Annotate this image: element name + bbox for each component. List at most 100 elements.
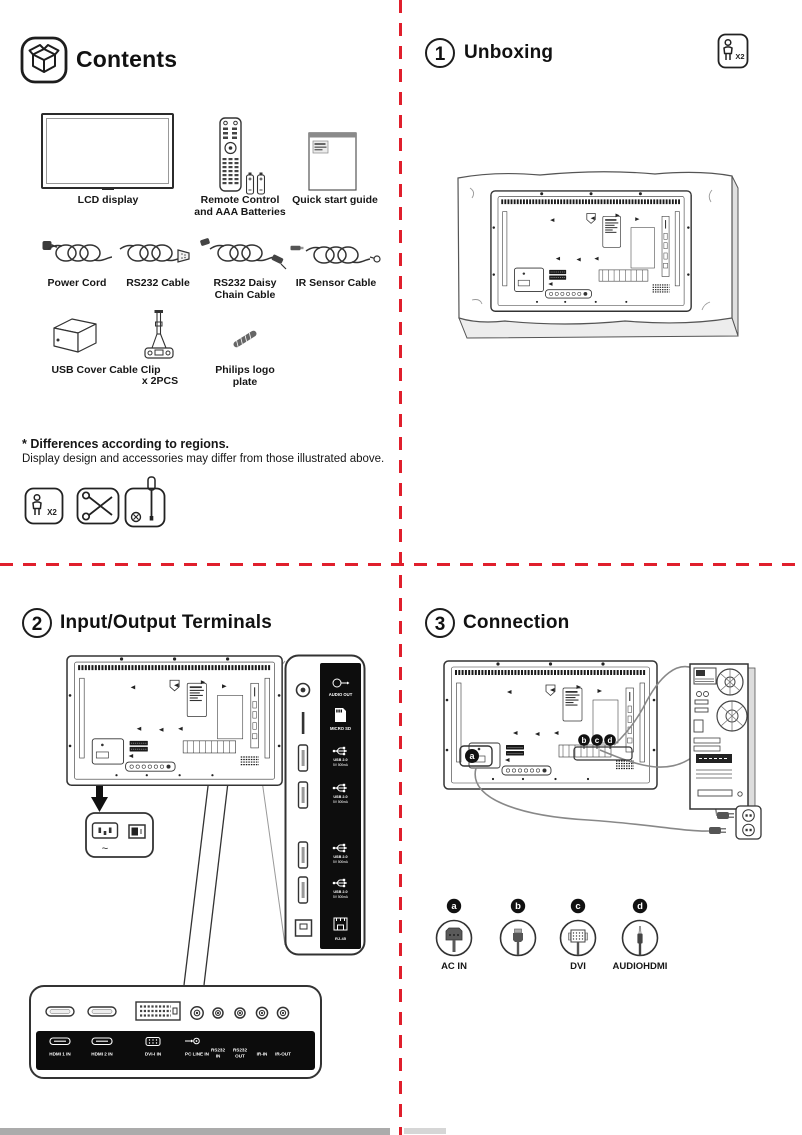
svg-text:5V 500mA: 5V 500mA: [333, 800, 349, 804]
section-1-title: Unboxing: [464, 42, 554, 63]
aaa-batteries-illustration: [246, 172, 265, 195]
svg-text:X2: X2: [47, 508, 57, 517]
label-power-cord: Power Cord: [47, 277, 107, 289]
pc-tower-illustration: [689, 663, 756, 812]
io-display-back-illustration: [64, 652, 286, 788]
marker-a: [465, 749, 479, 763]
hdmi-icon: [49, 1037, 113, 1046]
svg-text:RJ-45: RJ-45: [335, 936, 347, 941]
terminal-label-strip: [36, 1031, 315, 1070]
svg-text:USB 2.0: USB 2.0: [333, 890, 347, 894]
svg-text:AC IN: AC IN: [441, 961, 467, 972]
side-terminal-panel: AUDIO OUT MICRO SD USB 2.0 5V 500mA USB …: [284, 654, 366, 956]
rs232-cable-illustration: [119, 244, 190, 263]
quick-start-guide-illustration: [308, 132, 357, 191]
label-clip-quantity: x 2PCS: [141, 375, 179, 387]
section-2-number: 2: [22, 608, 52, 638]
connection-illustration: a b c d: [438, 648, 762, 840]
micro-sd-icon: [335, 708, 346, 722]
audio-out-icon: [332, 678, 350, 688]
svg-text:MICRO SD: MICRO SD: [330, 726, 351, 731]
svg-text:HDMI 2 IN: HDMI 2 IN: [91, 1052, 113, 1057]
svg-text:d: d: [637, 901, 643, 912]
ir-sensor-cable-illustration: [290, 245, 381, 264]
label-rs232-cable: RS232 Cable: [126, 277, 190, 289]
svg-text:5V 500mA: 5V 500mA: [333, 763, 349, 767]
svg-text:USB 2.0: USB 2.0: [333, 758, 347, 762]
power-switch-icon: [128, 824, 146, 839]
red-dashed-divider-vertical: [399, 0, 402, 1135]
pc-line-in-icon: [185, 1037, 200, 1045]
section-1-number: 1: [425, 38, 455, 68]
svg-text:AUDIO OUT: AUDIO OUT: [329, 692, 353, 697]
remote-control-illustration: [219, 117, 242, 192]
ac-plug-icon: [445, 927, 463, 952]
svg-text:c: c: [575, 901, 580, 912]
marker-b: [578, 734, 590, 746]
legend-item-hdmi: b: [499, 898, 537, 957]
marker-d: [604, 734, 616, 746]
dvi-plug-icon: [568, 929, 588, 955]
section-3-number: 3: [425, 608, 455, 638]
svg-text:USB 2.0: USB 2.0: [333, 795, 347, 799]
svg-text:5V 500mA: 5V 500mA: [333, 860, 349, 864]
legend-item-ac-in: a AC IN: [435, 898, 473, 972]
svg-text:PC LINE IN: PC LINE IN: [185, 1052, 210, 1057]
dvi-port: [135, 1001, 181, 1021]
svg-text:USB 2.0: USB 2.0: [333, 855, 347, 859]
label-usb-cover-cable-clip: USB Cover Cable Clip: [51, 364, 161, 376]
svg-text:AUDIOHDMI: AUDIOHDMI: [613, 961, 668, 972]
label-philips-logo-plate: Philips logo plate: [215, 364, 275, 388]
rj45-icon: [333, 917, 348, 931]
scissors-icon: [76, 487, 120, 525]
cable-clip-illustration: [144, 310, 174, 359]
hdmi-plug-icon: [513, 928, 523, 955]
svg-text:a: a: [451, 901, 457, 912]
wall-outlet-illustration: [735, 805, 762, 840]
red-dashed-divider-horizontal: [0, 563, 802, 566]
svg-text:RS232: RS232: [233, 1048, 247, 1053]
philips-logo-plate-illustration: [233, 330, 257, 348]
label-lcd-display: LCD display: [77, 194, 139, 206]
usb-cover-illustration: [53, 318, 97, 353]
page-bottom-edge: [0, 1128, 390, 1135]
power-plug: [717, 812, 734, 819]
marker-c: [591, 734, 603, 746]
ac-symbol: ~: [102, 843, 108, 855]
section-3-title: Connection: [463, 612, 570, 633]
note-accessories: Display design and accessories may diffe…: [22, 453, 385, 465]
svg-text:DVI: DVI: [570, 961, 586, 972]
svg-text:c: c: [595, 736, 600, 745]
page-bottom-edge-right: [404, 1128, 446, 1134]
legend-item-dvi: c DVI: [559, 898, 597, 972]
svg-text:b: b: [515, 901, 521, 912]
display-back-in-packaging: [491, 191, 691, 311]
lcd-display-illustration: [41, 113, 174, 190]
label-ir-sensor-cable: IR Sensor Cable: [295, 277, 377, 289]
audio-jack-icon: [637, 926, 643, 956]
label-rs232-daisy-chain-cable: RS232 Daisy Chain Cable: [213, 277, 277, 301]
svg-text:b: b: [582, 736, 587, 745]
ac-power-detail-box: ~: [85, 812, 154, 858]
two-people-icon: X2: [24, 487, 64, 525]
svg-text:DVI-I IN: DVI-I IN: [145, 1052, 162, 1057]
dvi-icon: [145, 1037, 161, 1046]
label-quick-start-guide: Quick start guide: [292, 194, 378, 206]
contents-title: Contents: [76, 46, 178, 72]
svg-text:IN: IN: [216, 1054, 221, 1059]
label-remote-control: Remote Control and AAA Batteries: [194, 194, 286, 218]
package-icon: [20, 36, 68, 84]
svg-text:OUT: OUT: [235, 1054, 245, 1059]
power-plug: [709, 827, 726, 834]
svg-text:d: d: [608, 736, 613, 745]
bottom-terminal-strip: HDMI 1 IN HDMI 2 IN DVI-I IN PC LINE IN …: [29, 985, 322, 1079]
connector-legend: a AC IN b c: [435, 898, 668, 972]
svg-text:5V 500mA: 5V 500mA: [333, 895, 349, 899]
screwdriver-icon: [124, 476, 166, 528]
svg-text:IR-IN: IR-IN: [257, 1052, 268, 1057]
section-2-title: Input/Output Terminals: [60, 612, 272, 633]
rs232-daisy-chain-cable-illustration: [200, 238, 287, 270]
svg-text:IR-OUT: IR-OUT: [275, 1052, 291, 1057]
svg-text:RS232: RS232: [211, 1048, 225, 1053]
